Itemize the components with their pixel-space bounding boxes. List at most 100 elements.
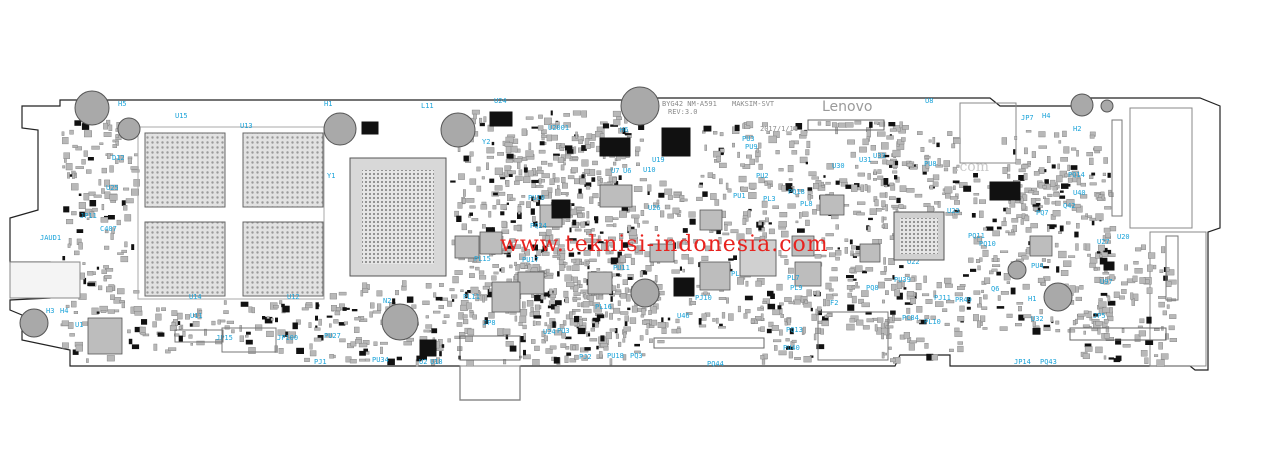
ref-label: JP14 [1014, 358, 1031, 366]
ref-label: U8 [925, 97, 933, 105]
ref-label: PR49 [955, 296, 972, 304]
ref-label: PL15 [474, 255, 491, 263]
ref-label: U10 [643, 166, 656, 174]
ref-label: PJ1 [314, 358, 327, 366]
ref-label: PQ18 [788, 188, 805, 196]
ref-label: PU17 [522, 256, 539, 264]
ref-label: Y2 [482, 138, 490, 146]
ref-label: JP100 [277, 334, 298, 342]
ref-label: H3 [46, 307, 54, 315]
connector-right-edge [1111, 119, 1123, 217]
dark-component [489, 111, 513, 127]
ref-label: H1 [324, 100, 332, 108]
ref-label: H2 [1073, 125, 1081, 133]
mounting-hole [19, 308, 49, 338]
ref-label: PL9 [790, 284, 803, 292]
ref-label: PQ10 [979, 240, 996, 248]
bios-chip [661, 127, 691, 157]
ref-label: PQ3 [630, 352, 643, 360]
connector-jp8 [459, 335, 521, 361]
ref-label: N2 [383, 297, 391, 305]
power-component [491, 281, 521, 313]
ref-label: F2 [830, 299, 838, 307]
ref-label: H1 [1028, 295, 1036, 303]
ref-label: PL16 [595, 303, 612, 311]
ref-label: U40 [1073, 189, 1086, 197]
dark-component [989, 181, 1021, 201]
mounting-hole [1100, 99, 1114, 113]
watermark-faint: .com [955, 159, 989, 175]
ref-label: U31 [859, 156, 872, 164]
dark-component [673, 277, 695, 297]
connector-bottom-fpc [653, 337, 765, 349]
ref-label: JP8 [483, 319, 496, 327]
mounting-hole [323, 112, 357, 146]
ref-label: PQ11 [968, 232, 985, 240]
ref-label: U7 [611, 167, 619, 175]
ref-label: JP5 [1093, 312, 1106, 320]
connector-jp5 [1069, 327, 1167, 341]
power-component [819, 194, 845, 216]
ref-label: PU1 [733, 192, 746, 200]
ref-label: L11 [421, 102, 434, 110]
ref-label: U20 [1117, 233, 1130, 241]
memory-chips [137, 126, 325, 300]
connector-right-lower [1165, 235, 1179, 301]
power-component [649, 243, 675, 263]
power-component [517, 271, 545, 295]
ref-label: U32 [1031, 315, 1044, 323]
ref-label: PL10 [924, 318, 941, 326]
power-component [859, 243, 881, 263]
power-component [454, 235, 480, 259]
ref-label: Q6 [991, 285, 999, 293]
usb-port [9, 261, 81, 299]
ref-label: U12 [287, 293, 300, 301]
ref-label: PQ14 [1068, 171, 1085, 179]
board-name: MAKSIM-SVT [732, 100, 775, 108]
dark-component [1103, 261, 1115, 271]
mounting-hole [1043, 282, 1073, 312]
ref-label: PU3 [742, 135, 755, 143]
connector-top-fpc [807, 119, 885, 131]
ref-label: JP7 [1021, 114, 1034, 122]
ref-label: U2 [419, 358, 427, 366]
power-component [599, 184, 633, 208]
ref-label: PU11 [613, 264, 630, 272]
ref-label: JP11 [80, 212, 97, 220]
mounting-hole [1070, 93, 1094, 117]
ref-label: U15 [175, 112, 188, 120]
ref-label: PL3 [763, 195, 776, 203]
ref-label: PU2 [756, 172, 769, 180]
mounting-hole [620, 86, 660, 126]
ref-label: PJ10 [695, 294, 712, 302]
ref-label: U26 [648, 204, 661, 212]
ref-label: U23 [947, 207, 960, 215]
ref-label: U19 [652, 156, 665, 164]
ref-label: U24 [494, 97, 507, 105]
ref-label: U25 [106, 184, 119, 192]
board-date: 2017/1/11 [760, 125, 798, 133]
ref-label: JP15 [216, 334, 233, 342]
ref-label: PQ24 [530, 222, 547, 230]
power-component [794, 261, 822, 287]
ref-label: U13 [240, 122, 253, 130]
mounting-hole [440, 112, 476, 148]
connector-f2 [817, 311, 889, 361]
ref-label: U11 [190, 312, 203, 320]
connector-jp100 [221, 327, 277, 353]
ref-label: H6 [620, 126, 628, 134]
dark-component [599, 137, 631, 157]
ref-label: PC84 [902, 314, 919, 322]
ref-label: PJ2 [579, 353, 592, 361]
ref-label: JAUD1 [40, 234, 61, 242]
ref-label: U2001 [548, 124, 569, 132]
ref-label: U46 [677, 312, 690, 320]
ref-label: U30 [832, 162, 845, 170]
ref-label: PL12 [731, 270, 748, 278]
power-component [699, 209, 723, 231]
power-component [1029, 235, 1053, 257]
ref-label: PU9 [745, 143, 758, 151]
ref-label: H4 [1042, 112, 1050, 120]
ref-label: PJ11 [934, 294, 951, 302]
dark-component [419, 339, 437, 357]
